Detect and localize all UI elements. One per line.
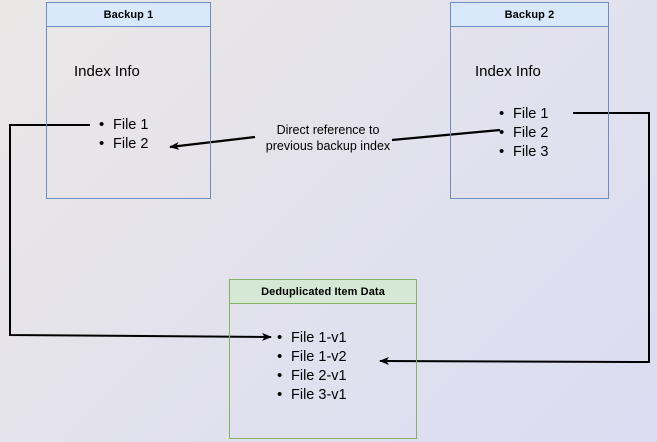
backup-2-index-label: Index Info bbox=[475, 63, 541, 80]
dedup-body: File 1-v1 File 1-v2 File 2-v1 File 3-v1 bbox=[229, 304, 417, 439]
list-item: File 3 bbox=[499, 142, 548, 162]
backup-2-file-list: File 1 File 2 File 3 bbox=[499, 104, 548, 162]
backup-1-title: Backup 1 bbox=[103, 8, 154, 21]
caption-line-2: previous backup index bbox=[265, 139, 391, 153]
backup-1-body: Index Info File 1 File 2 bbox=[46, 27, 211, 199]
list-item: File 1 bbox=[499, 104, 548, 124]
backup-1-box[interactable]: Backup 1 Index Info File 1 File 2 bbox=[46, 2, 211, 199]
list-item: File 2 bbox=[499, 123, 548, 143]
backup-1-file-list: File 1 File 2 bbox=[99, 115, 148, 154]
deduplicated-item-data-box[interactable]: Deduplicated Item Data File 1-v1 File 1-… bbox=[229, 279, 417, 439]
backup-2-box[interactable]: Backup 2 Index Info File 1 File 2 File 3 bbox=[450, 2, 609, 199]
dedup-title: Deduplicated Item Data bbox=[261, 285, 385, 298]
dedup-header: Deduplicated Item Data bbox=[229, 279, 417, 304]
dedup-file-list: File 1-v1 File 1-v2 File 2-v1 File 3-v1 bbox=[277, 328, 347, 405]
list-item: File 1 bbox=[99, 115, 148, 135]
list-item: File 1-v1 bbox=[277, 328, 347, 348]
caption-line-1: Direct reference to bbox=[276, 123, 380, 137]
list-item: File 2 bbox=[99, 134, 148, 154]
list-item: File 3-v1 bbox=[277, 385, 347, 405]
backup-1-header: Backup 1 bbox=[46, 2, 211, 27]
backup-2-body: Index Info File 1 File 2 File 3 bbox=[450, 27, 609, 199]
direct-reference-caption: Direct reference to previous backup inde… bbox=[253, 122, 403, 154]
backup-1-index-label: Index Info bbox=[74, 63, 140, 80]
list-item: File 1-v2 bbox=[277, 347, 347, 367]
list-item: File 2-v1 bbox=[277, 366, 347, 386]
backup-2-title: Backup 2 bbox=[504, 8, 555, 21]
backup-2-header: Backup 2 bbox=[450, 2, 609, 27]
